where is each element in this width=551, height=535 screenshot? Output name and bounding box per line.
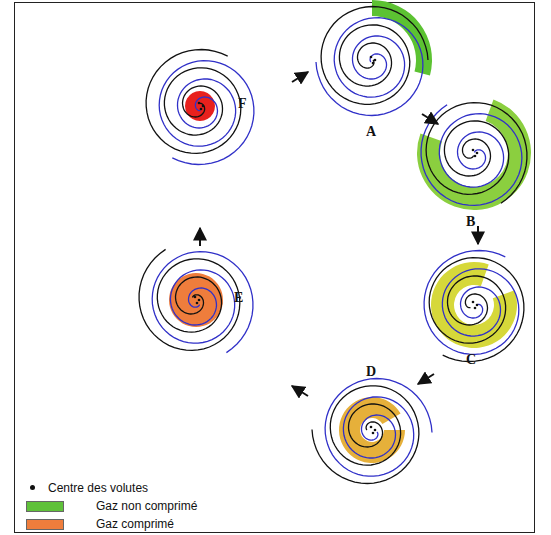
scroll-centre xyxy=(198,102,201,105)
stage-letter: E xyxy=(234,290,243,306)
scroll-centre xyxy=(474,307,477,310)
scroll-centre xyxy=(370,426,373,429)
stage-letter: A xyxy=(366,124,376,140)
gas-pocket xyxy=(431,262,517,348)
fixed-scroll xyxy=(426,103,527,204)
orbiting-scroll xyxy=(421,105,522,206)
legend-swatch xyxy=(26,519,64,530)
stage-letter: B xyxy=(466,214,475,230)
gas-pocket xyxy=(417,99,531,210)
scroll-centre xyxy=(476,152,479,155)
scroll-centre xyxy=(370,56,373,59)
orbiting-scroll xyxy=(424,251,519,355)
gas-pocket xyxy=(185,91,215,121)
fixed-scroll xyxy=(146,50,241,154)
legend-text: Centre des volutes xyxy=(48,481,148,495)
scroll-centre xyxy=(198,299,201,302)
scroll-centre xyxy=(472,301,475,304)
fixed-scroll xyxy=(139,249,240,350)
legend-text: Gaz non comprimé xyxy=(96,499,197,513)
legend-text: Gaz comprimé xyxy=(96,517,174,531)
scroll-centre xyxy=(476,304,479,307)
scroll-centre xyxy=(372,62,375,65)
orbiting-scroll xyxy=(325,379,432,477)
scroll-centre xyxy=(474,155,477,158)
scroll-centre xyxy=(202,105,205,108)
stage-letter: F xyxy=(238,96,247,112)
fixed-scroll xyxy=(321,7,428,105)
scroll-centre xyxy=(374,429,377,432)
legend-swatch xyxy=(26,501,64,512)
orbiting-scroll xyxy=(159,61,254,165)
scroll-centre xyxy=(372,432,375,435)
scroll-centre xyxy=(196,302,199,305)
legend-dot xyxy=(30,485,35,490)
scroll-centre xyxy=(472,149,475,152)
scroll-centre xyxy=(374,59,377,62)
orbiting-scroll xyxy=(152,252,253,353)
orbiting-scroll xyxy=(316,18,423,116)
cycle-arrows xyxy=(200,72,478,396)
scroll-centre xyxy=(194,296,197,299)
stage-letter: C xyxy=(466,352,476,368)
fixed-scroll xyxy=(312,386,419,484)
scroll-centre xyxy=(200,108,203,111)
stage-letter: D xyxy=(366,364,376,380)
